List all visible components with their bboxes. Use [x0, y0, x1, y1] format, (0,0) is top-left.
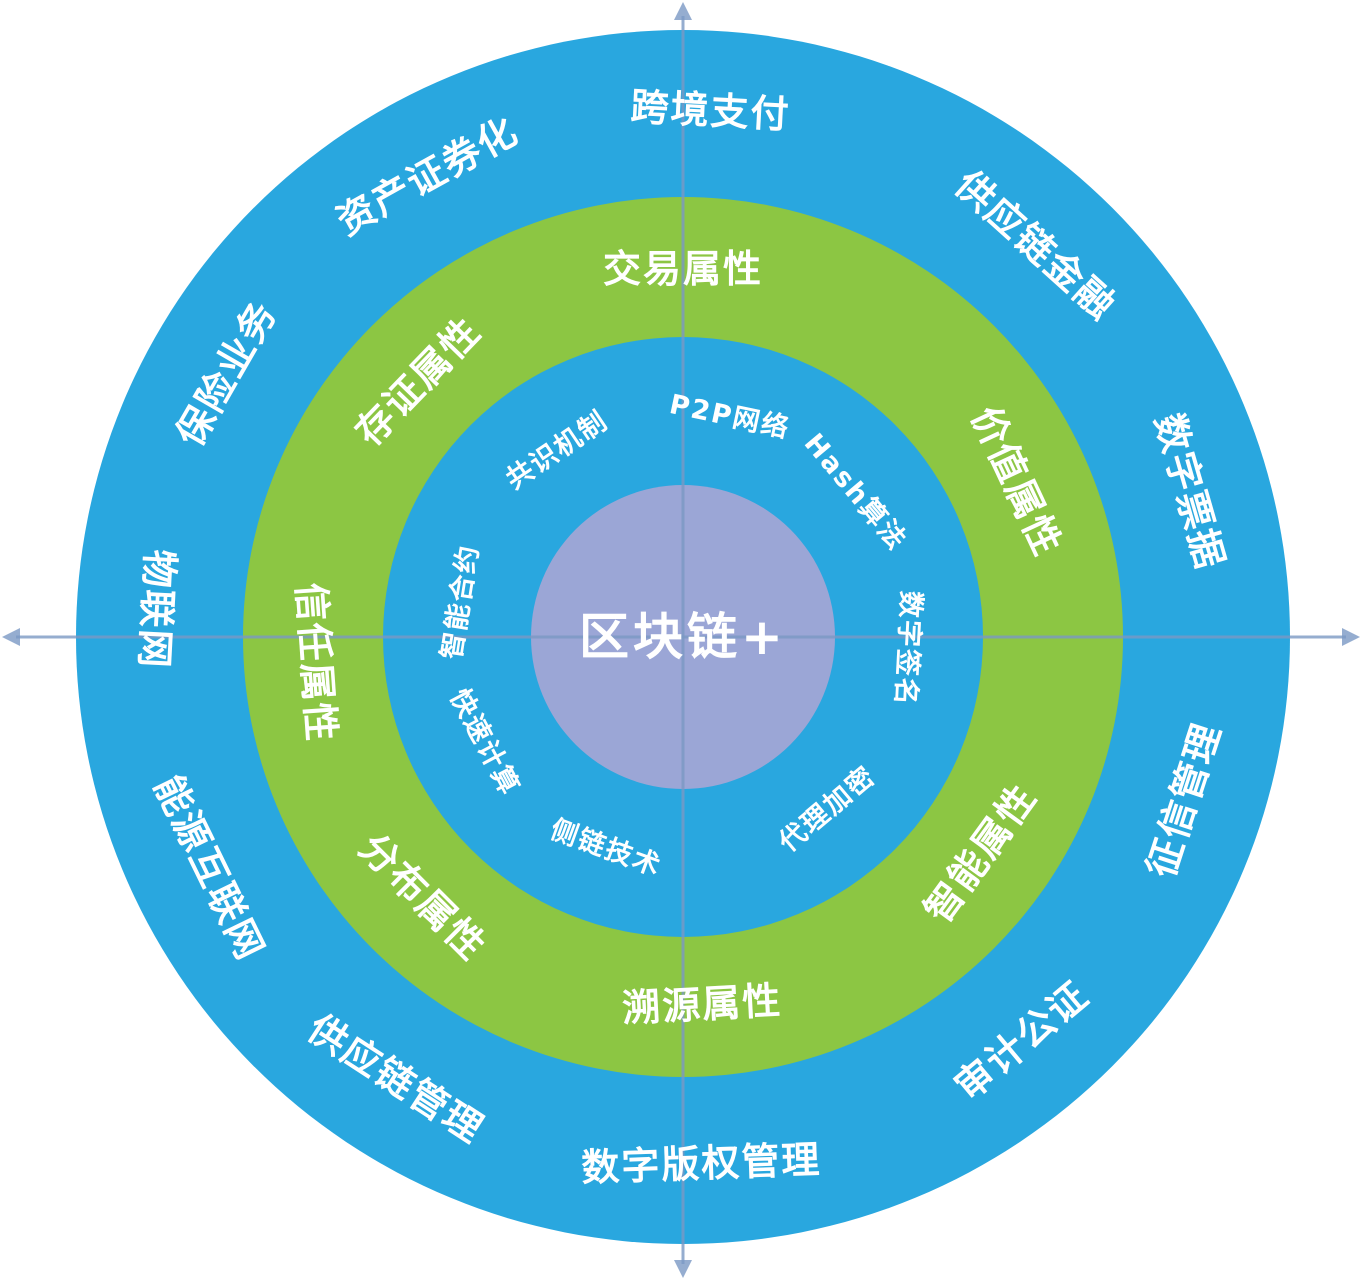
ring-technologies-label: 代理加密: [773, 760, 883, 859]
ring-technologies-label: 侧链技术: [546, 814, 666, 883]
ring-applications-label: 数字版权管理: [580, 1137, 823, 1190]
ring-attributes-label: 溯源属性: [621, 978, 784, 1031]
ring-applications-label: 数字票据: [1146, 408, 1233, 575]
ring-applications-label: 能源互联网: [145, 768, 273, 968]
ring-attributes-label: 交易属性: [602, 247, 764, 291]
ring-attributes-label: 智能属性: [915, 775, 1046, 931]
ring-technologies-label: Hash算法: [797, 427, 913, 557]
ring-applications-label: 供应链金融: [946, 162, 1125, 329]
ring-attributes-label: 存证属性: [346, 308, 490, 455]
ring-technologies-label: P2P网络: [666, 389, 793, 445]
ring-attributes-label: 价值属性: [962, 399, 1071, 564]
ring-applications-label: 跨境支付: [629, 84, 792, 137]
ring-applications-label: 保险业务: [167, 293, 286, 454]
ring-technologies-label: 共识机制: [500, 405, 614, 496]
ring-applications-label: 物联网: [131, 548, 182, 671]
ring-attributes-label: 信任属性: [288, 581, 344, 745]
ring-applications-label: 征信管理: [1138, 716, 1230, 883]
ring-applications-label: 供应链管理: [300, 1006, 492, 1152]
center-label: 区块链+: [579, 608, 787, 666]
ring-technologies-label: 数字签名: [889, 590, 927, 708]
ring-technologies-label: 快速计算: [443, 684, 526, 802]
ring-attributes-label: 分布属性: [350, 825, 495, 970]
ring-technologies-label: 智能合约: [436, 542, 486, 662]
ring-applications-label: 资产证券化: [329, 108, 526, 244]
ring-applications-label: 审计公证: [946, 972, 1098, 1109]
